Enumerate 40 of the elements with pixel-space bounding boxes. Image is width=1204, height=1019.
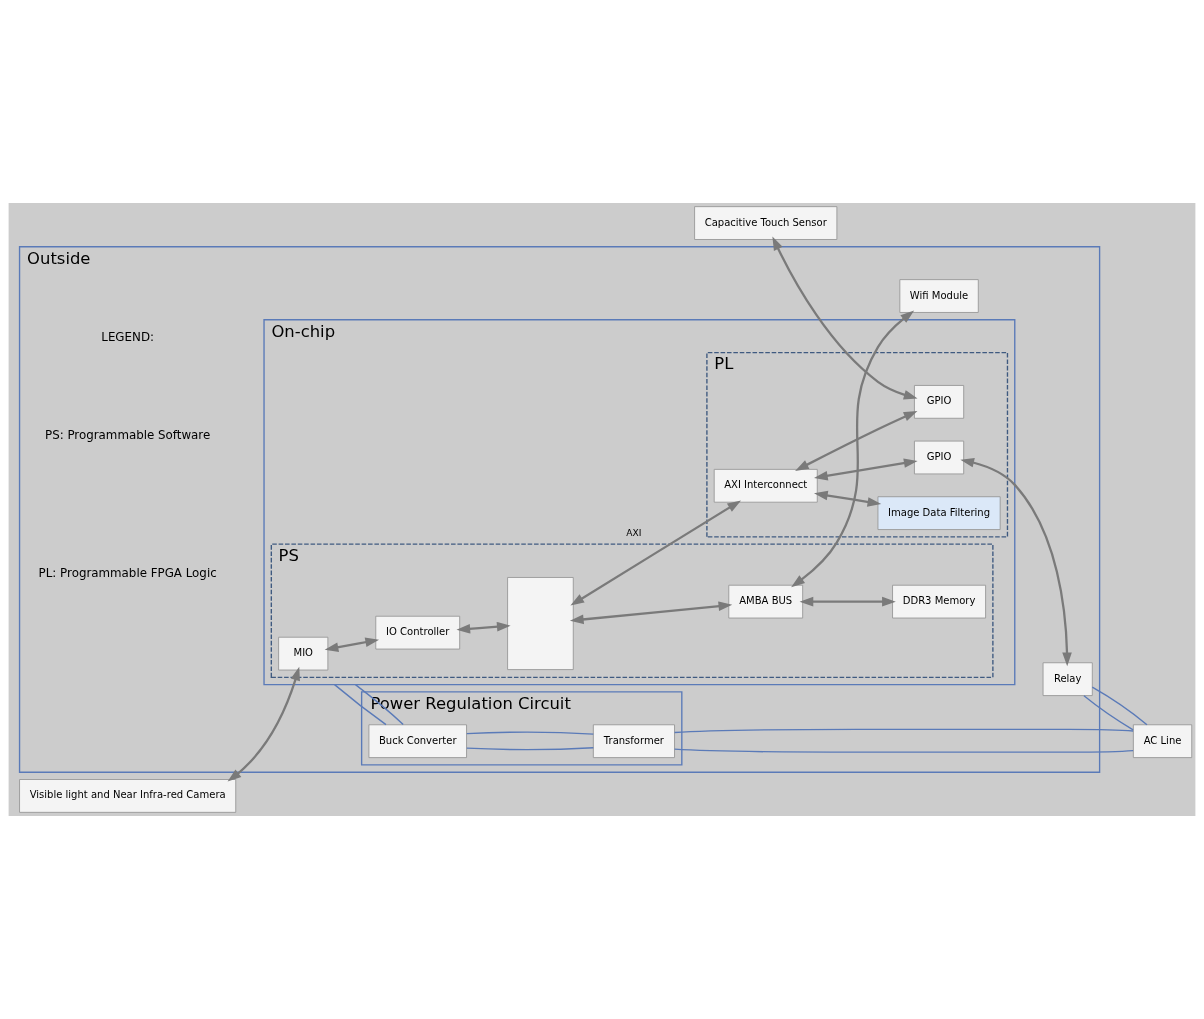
- node-box: Relay: [1042, 662, 1093, 697]
- arrow: [227, 666, 300, 782]
- node-box: AC Line: [1132, 724, 1193, 759]
- node-box: [507, 577, 574, 671]
- arrow: [795, 411, 918, 471]
- edge-label: AXI: [626, 527, 642, 538]
- label: PS: Programmable Software: [45, 427, 211, 442]
- node-box: AXI Interconnect: [713, 468, 818, 503]
- arrow: [772, 236, 918, 400]
- node-box: MIO: [278, 636, 329, 671]
- node-box: Capacitive Touch Sensor: [694, 206, 838, 240]
- node-box: Image Data Filtering: [877, 496, 1001, 531]
- arrow: [814, 458, 918, 481]
- node-box: Transformer: [592, 724, 675, 759]
- connector: [1091, 686, 1148, 726]
- arrow: [799, 596, 896, 607]
- arrow: [814, 490, 882, 507]
- label: LEGEND:: [101, 330, 155, 345]
- node-box: Buck Converter: [368, 724, 467, 759]
- arrow: [569, 601, 733, 625]
- label: PL: Programmable FPGA Logic: [38, 566, 217, 581]
- connector: [466, 731, 594, 735]
- node-box: DDR3 Memory: [892, 584, 987, 619]
- node-box: Wifi Module: [899, 279, 979, 313]
- arrow: [456, 621, 511, 634]
- connector: [673, 728, 1134, 734]
- connector: [673, 748, 1134, 753]
- node-box: IO Controller: [375, 615, 461, 650]
- arrow: [791, 310, 915, 588]
- node-box: GPIO: [913, 440, 965, 475]
- node-box: Visible light and Near Infra-red Camera: [19, 779, 237, 813]
- connector: [333, 683, 387, 726]
- connector: [354, 683, 404, 726]
- node-box: AMBA BUS: [728, 584, 804, 619]
- arrow: [960, 458, 1072, 667]
- connector: [1083, 695, 1134, 731]
- arrow: [324, 637, 380, 653]
- arrow: [570, 500, 742, 606]
- connector: [466, 747, 594, 751]
- node-box: GPIO: [913, 385, 965, 419]
